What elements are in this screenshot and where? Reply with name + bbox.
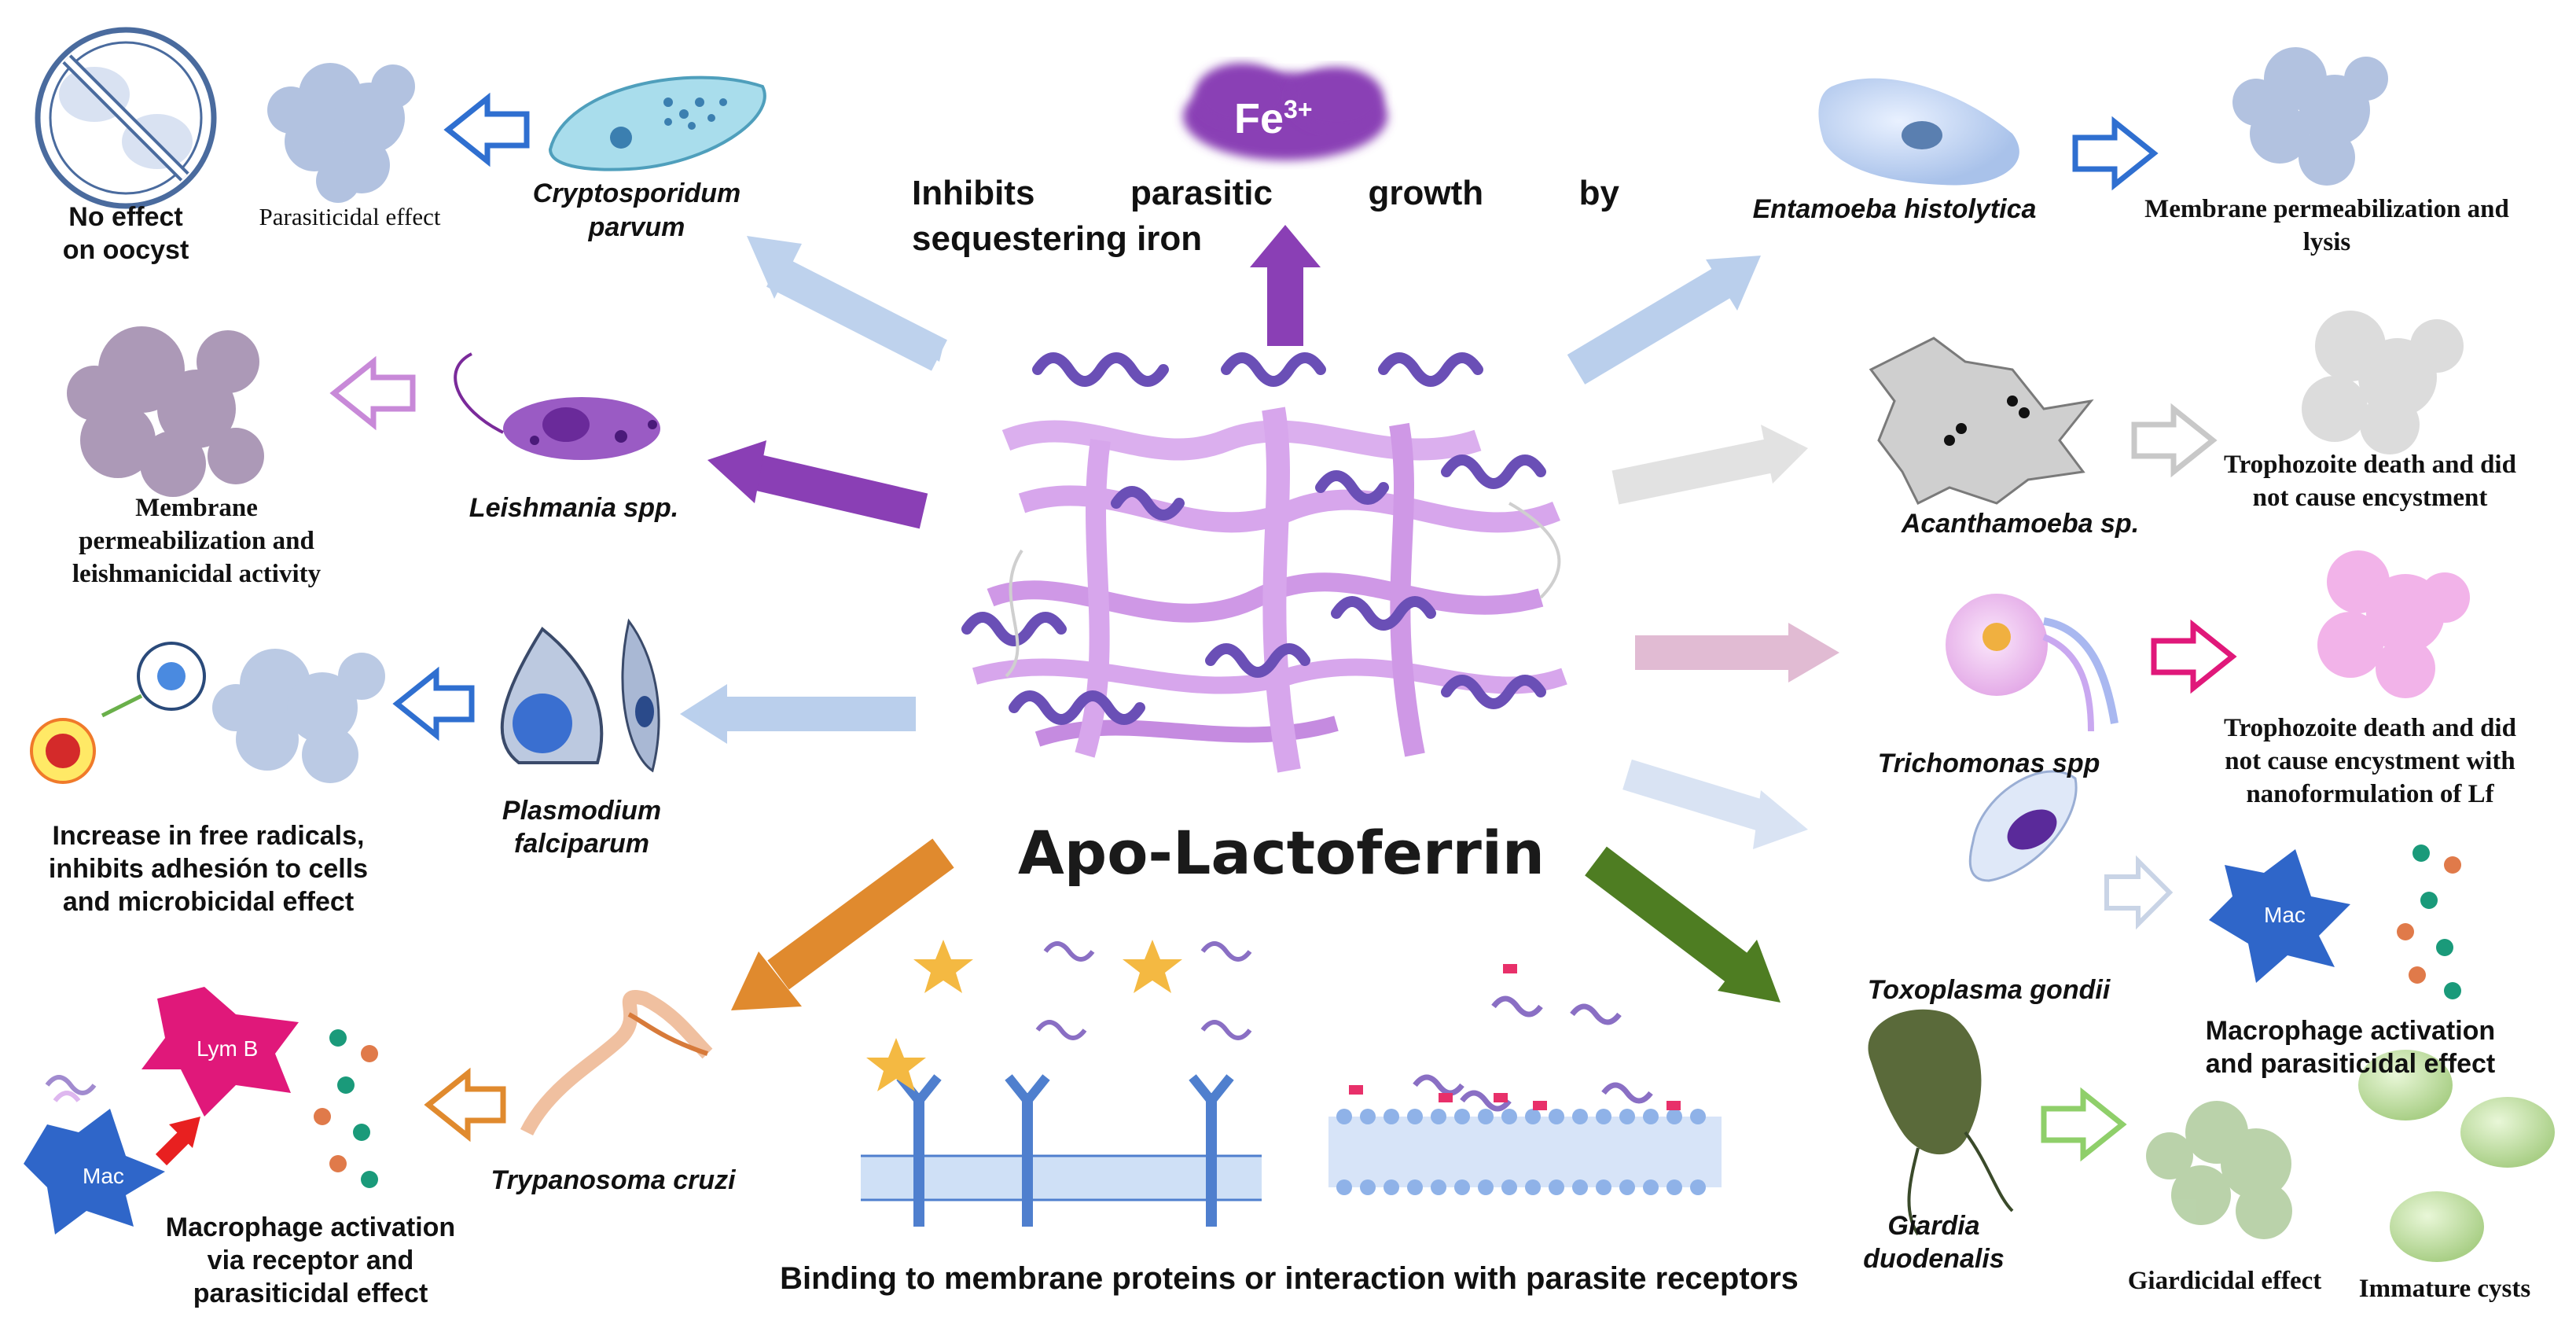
acanthamoeba-effect-line1: Trophozoite death and did — [2224, 451, 2516, 479]
giardia-debris-icon — [2146, 1101, 2292, 1239]
toxoplasma-cell-icon — [1968, 770, 2078, 882]
arrow-to-trichomonas — [1635, 623, 1839, 683]
activation-red-arrow-icon — [155, 1117, 200, 1166]
arrow-to-entamoeba — [1567, 256, 1761, 385]
giardia-cell-icon — [1868, 1009, 2014, 1236]
arrow-to-cryptosporidium — [747, 236, 947, 371]
iron-charge: 3+ — [1284, 95, 1313, 123]
trichomonas-debris-icon — [2317, 550, 2470, 698]
arrow-to-acanthamoeba — [1611, 425, 1808, 505]
entamoeba-effect-line2: lysis — [2302, 228, 2351, 256]
plasmodium-arrow-icon — [392, 666, 475, 741]
iron-cloud-icon — [1183, 63, 1387, 160]
iron-symbol: Fe — [1234, 95, 1284, 142]
immature-cysts-label: Immature cysts — [2358, 1275, 2531, 1303]
trypanosoma-cell-icon — [520, 990, 713, 1136]
arrow-to-toxoplasma — [1622, 759, 1808, 849]
leishmania-effect-line2: permeabilization and — [79, 527, 314, 555]
lymb-label: Lym B — [197, 1036, 259, 1061]
plasmodium-effect-line2: inhibits adhesión to cells — [48, 854, 369, 884]
leishmania-cell-icon — [454, 352, 660, 460]
arrow-to-plasmodium — [680, 684, 916, 744]
leishmania-effect-line1: Membrane — [135, 494, 258, 522]
arrow-to-giardia — [1585, 846, 1780, 1003]
crypto-effect-label: Parasiticidal effect — [259, 203, 441, 230]
immature-cyst-icon — [2358, 1050, 2555, 1262]
plasmodium-effect-line1: Increase in free radicals, — [52, 821, 365, 851]
arrow-to-leishmania — [707, 440, 928, 529]
iron-label: Fe3+ — [1234, 94, 1376, 143]
trypanosoma-effect-line1: Macrophage activation — [165, 1212, 456, 1242]
oocyst-line2: on oocyst — [62, 235, 189, 265]
acanthamoeba-cell-icon — [1869, 337, 2094, 506]
giardia-arrow-icon — [2041, 1087, 2127, 1162]
giardia-name-line2: duodenalis — [1863, 1244, 2005, 1274]
leishmania-debris-icon — [67, 326, 264, 497]
trichomonas-effect-line1: Trophozoite death and did — [2224, 714, 2516, 742]
toxoplasma-effect-line1: Macrophage activation — [2205, 1016, 2496, 1046]
free-radical-icon — [30, 642, 206, 784]
giardia-effect-label: Giardicidal effect — [2127, 1267, 2322, 1295]
toxoplasma-name: Toxoplasma gondii — [1867, 975, 2111, 1005]
trichomonas-cell-icon — [1946, 594, 2118, 732]
no-effect-oocyst-icon — [35, 27, 217, 209]
plasmodium-name-line2: falciparum — [514, 829, 649, 859]
iron-effect-line1: Inhibits parasitic growth by — [912, 174, 1619, 212]
crypto-debris-icon — [267, 63, 415, 203]
acanthamoeba-arrow-icon — [2131, 403, 2218, 478]
leishmania-arrow-icon — [329, 355, 416, 431]
lactoferrin-structure-icon — [961, 352, 1567, 773]
iron-effect-line2: sequestering iron — [912, 219, 1203, 258]
apo-lactoferrin-title: Apo-Lactoferrin — [1017, 818, 1545, 888]
toxoplasma-arrow-icon — [2104, 855, 2174, 930]
arrow-to-trypanosoma — [731, 838, 954, 1010]
leishmania-name: Leishmania spp. — [469, 493, 679, 523]
acanthamoeba-effect-line2: not cause encystment — [2252, 484, 2488, 512]
cryptosporidium-name-line1: Cryptosporidum — [532, 178, 741, 208]
lymb-cell-icon — [141, 987, 299, 1117]
trypanosoma-effect-line3: parasiticidal effect — [193, 1279, 428, 1308]
plasmodium-effect-line3: and microbicidal effect — [62, 887, 355, 917]
giardia-name-line1: Giardia — [1887, 1211, 1980, 1241]
trypanosoma-arrow-icon — [424, 1067, 506, 1143]
trichomonas-effect-line2: not cause encystment with — [2225, 747, 2515, 775]
trypanosoma-name: Trypanosoma cruzi — [491, 1165, 736, 1195]
arrow-to-iron — [1250, 225, 1321, 346]
plasmodium-name-line1: Plasmodium — [502, 796, 662, 826]
plasmodium-debris-icon — [212, 649, 385, 783]
crypto-arrow-icon — [443, 92, 530, 167]
trypanosoma-effect-line2: via receptor and — [207, 1246, 414, 1275]
mac-cell-right-icon — [2209, 849, 2350, 983]
mac-label-right: Mac — [2264, 903, 2306, 927]
leishmania-effect-line3: leishmanicidal activity — [72, 560, 322, 588]
lf-membrane-interaction-icon — [1328, 964, 1722, 1195]
cryptosporidium-name-line2: parvum — [588, 212, 685, 242]
acanthamoeba-name: Acanthamoeba sp. — [1901, 509, 2140, 539]
receptor-membrane-icon — [861, 940, 1262, 1227]
trichomonas-arrow-icon — [2151, 619, 2237, 694]
entamoeba-name: Entamoeba histolytica — [1752, 194, 2037, 224]
plasmodium-cell-icon — [500, 618, 660, 773]
cytokine-dots-right-icon — [2397, 844, 2461, 999]
entamoeba-effect-line1: Membrane permeabilization and — [2144, 195, 2509, 223]
entamoeba-cell-icon — [1818, 78, 2019, 186]
entamoeba-debris-icon — [2232, 47, 2388, 186]
mac-cell-left-icon — [24, 1109, 165, 1235]
trichomonas-effect-line3: nanoformulation of Lf — [2246, 780, 2494, 808]
mac-label-left: Mac — [83, 1164, 124, 1188]
lf-small-icon — [45, 1075, 97, 1102]
acanthamoeba-debris-icon — [2302, 311, 2464, 454]
cytokine-dots-left-icon — [314, 1029, 378, 1188]
trichomonas-name: Trichomonas spp — [1877, 749, 2100, 778]
binding-membrane-label: Binding to membrane proteins or interact… — [780, 1261, 1799, 1296]
oocyst-line1: No effect — [68, 202, 183, 232]
toxoplasma-effect-line2: and parasiticidal effect — [2205, 1049, 2496, 1079]
entamoeba-arrow-icon — [2072, 116, 2159, 191]
cryptosporidium-cell-icon — [548, 75, 766, 171]
